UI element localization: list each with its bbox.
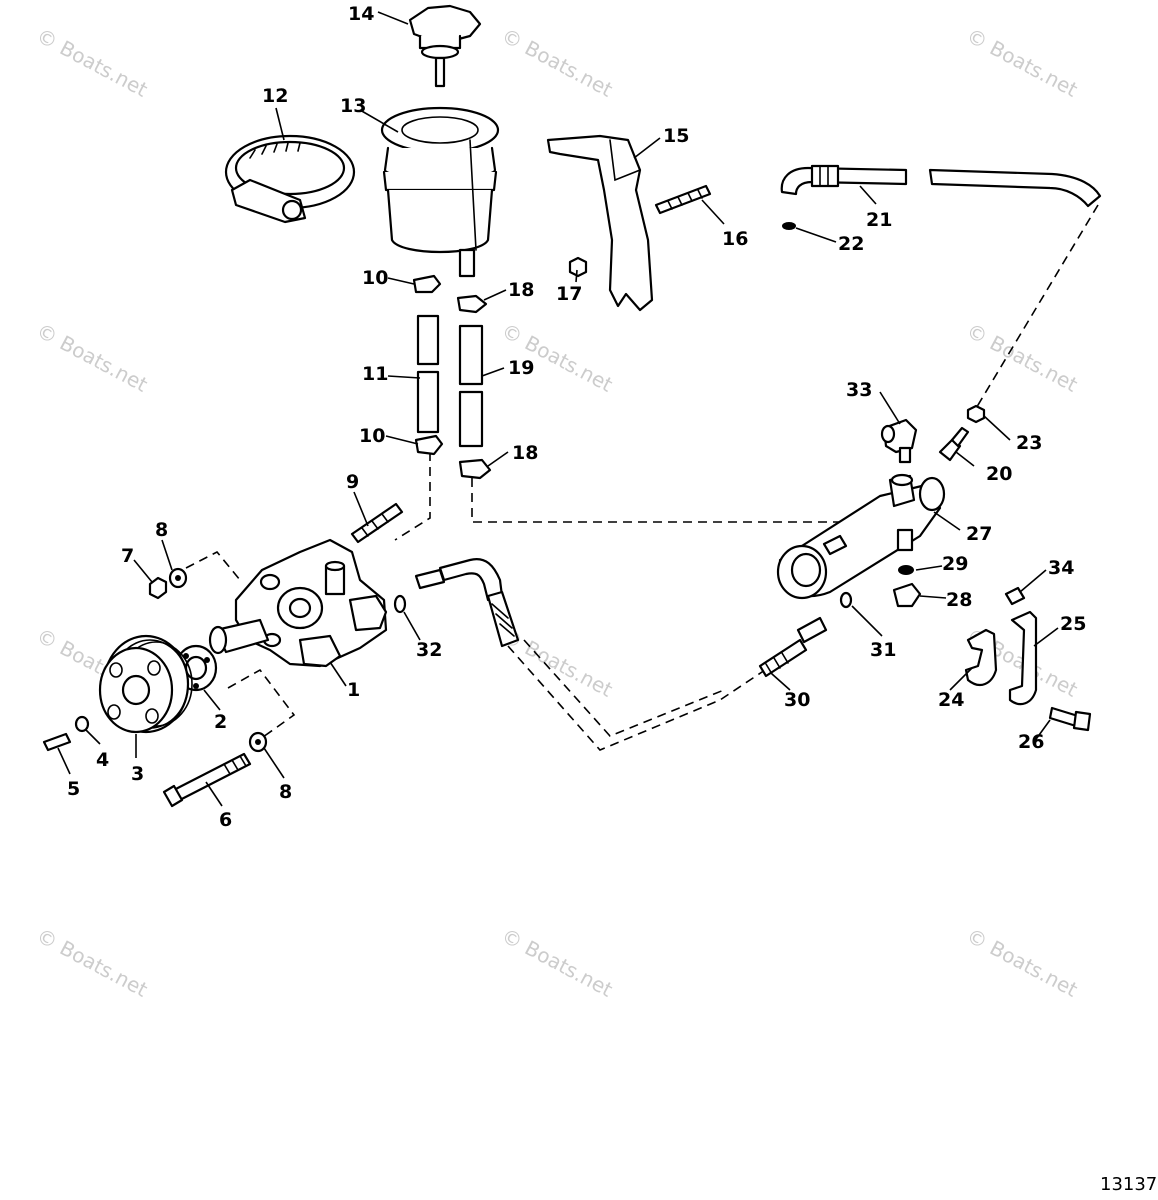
figure-number: 13137: [1100, 1174, 1157, 1195]
callout-15: 15: [663, 125, 689, 147]
callout-13: 13: [340, 95, 366, 117]
hose-clamp-part-12: [224, 134, 356, 224]
callout-10: 10: [359, 425, 385, 447]
callout-18: 18: [508, 279, 534, 301]
callout-20: 20: [986, 463, 1012, 485]
callout-21: 21: [866, 209, 892, 231]
plug-washer-parts-28-29: [892, 565, 922, 608]
callout-11: 11: [362, 363, 388, 385]
callout-28: 28: [946, 589, 972, 611]
hose-part-21: [780, 164, 1102, 208]
elbow-fitting-part-33: [880, 418, 918, 464]
callout-29: 29: [942, 553, 968, 575]
spacer-part-34: [1004, 586, 1026, 606]
watermark: © Boats.net: [498, 923, 617, 1002]
watermark: © Boats.net: [33, 318, 152, 397]
callout-9: 9: [346, 471, 359, 493]
callout-1: 1: [347, 679, 360, 701]
bolt-part-26: [1048, 706, 1092, 732]
stud-part-9: [350, 502, 404, 544]
cooler-part-27: [776, 473, 946, 600]
callout-17: 17: [556, 283, 582, 305]
callout-5: 5: [67, 778, 80, 800]
callout-18: 18: [512, 442, 538, 464]
callout-4: 4: [96, 749, 109, 771]
callout-8: 8: [155, 519, 168, 541]
watermark: © Boats.net: [963, 923, 1082, 1002]
washer-part-22: [782, 222, 796, 230]
watermark: © Boats.net: [33, 923, 152, 1002]
fitting-part-20: [938, 426, 970, 462]
callout-22: 22: [838, 233, 864, 255]
bracket-part-15: [546, 134, 654, 312]
pump-part-1: [208, 538, 388, 668]
callout-24: 24: [938, 689, 964, 711]
o-ring-part-31: [839, 591, 853, 609]
reservoir-cap-part-14: [408, 4, 482, 88]
callout-8: 8: [279, 781, 292, 803]
hose-routing-lines: [185, 204, 1099, 743]
bolt-washer-parts-4-5: [42, 715, 90, 752]
callout-12: 12: [262, 85, 288, 107]
callout-labels: 1 2 3 4 5 6 7 8 8 9 10 10 11 12 13 14 15…: [67, 3, 1086, 831]
hose-clamps-parts-10-18: [412, 274, 492, 480]
clamp-part-24: [964, 628, 998, 687]
nut-part-17: [568, 256, 588, 278]
nut-washer-parts-7-8: [148, 567, 188, 600]
reservoir-part-13: [380, 106, 500, 278]
nut-part-23: [966, 404, 986, 424]
o-ring-part-32: [393, 594, 407, 614]
callout-25: 25: [1060, 613, 1086, 635]
callout-26: 26: [1018, 731, 1044, 753]
watermark: © Boats.net: [498, 23, 617, 102]
watermark: © Boats.net: [963, 23, 1082, 102]
pulley-part-3: [98, 634, 193, 734]
hoses-parts-11-19: [416, 314, 484, 448]
watermark: © Boats.net: [963, 318, 1082, 397]
callout-33: 33: [846, 379, 872, 401]
pressure-hose-part-30: [414, 558, 828, 751]
clamp-part-25: [1008, 610, 1038, 706]
leader-lines: [57, 11, 1059, 807]
callout-27: 27: [966, 523, 992, 545]
callout-2: 2: [214, 711, 227, 733]
callout-30: 30: [784, 689, 810, 711]
callout-19: 19: [508, 357, 534, 379]
callout-10: 10: [362, 267, 388, 289]
callout-3: 3: [131, 763, 144, 785]
long-bolt-part-6: [162, 731, 268, 808]
stud-part-16: [654, 184, 712, 215]
callout-6: 6: [219, 809, 232, 831]
callout-23: 23: [1016, 432, 1042, 454]
callout-31: 31: [870, 639, 896, 661]
callout-32: 32: [416, 639, 442, 661]
watermark: © Boats.net: [33, 23, 152, 102]
callout-7: 7: [121, 545, 134, 567]
callout-34: 34: [1048, 557, 1074, 579]
callout-14: 14: [348, 3, 374, 25]
callout-16: 16: [722, 228, 748, 250]
